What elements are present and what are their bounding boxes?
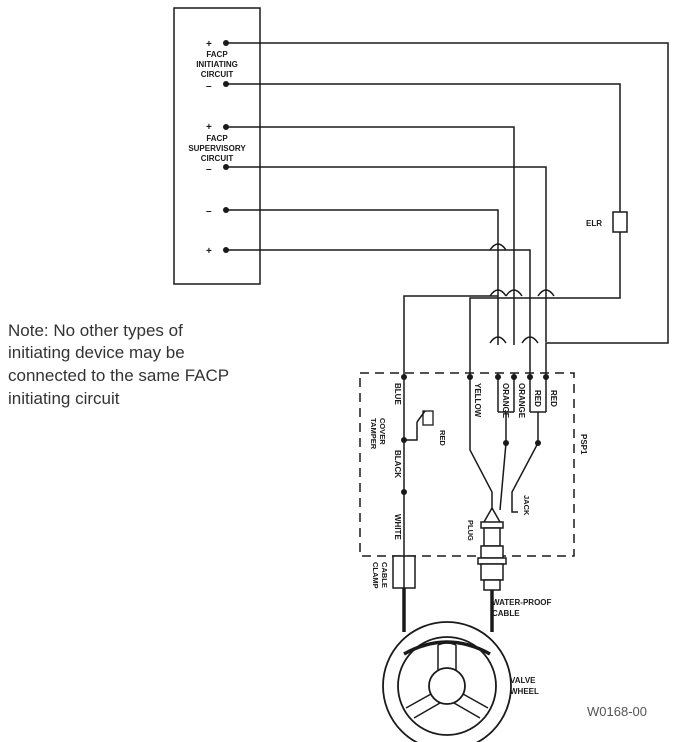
cover-tamper-label-2: TAMPER [369, 418, 378, 450]
initiating-label-3: CIRCUIT [201, 70, 234, 79]
cover-tamper-label-1: COVER [378, 418, 387, 445]
jack-label: JACK [522, 495, 531, 516]
psp1-enclosure [359, 372, 575, 557]
water-proof-cable-label-2: CABLE [492, 609, 520, 618]
wire-label-red-1: RED [533, 390, 542, 407]
crossover-humps [489, 243, 555, 344]
psp1-wiring [401, 373, 549, 556]
drawing-code: W0168-00 [587, 704, 647, 719]
plug-label: PLUG [466, 520, 475, 541]
wire-label-orange-1: ORANGE [501, 383, 510, 419]
wire-label-yellow: YELLOW [473, 383, 482, 418]
elr-resistor [612, 211, 628, 233]
cable-clamp-label-1: CABLE [380, 562, 389, 588]
initiating-label-2: INITIATING [196, 60, 238, 69]
note-line-2: initiating device may be [8, 343, 185, 362]
note-line-1: Note: No other types of [8, 321, 183, 340]
initiating-plus-sign: + [206, 39, 212, 50]
wire-label-red-2: RED [549, 390, 558, 407]
elr-label: ELR [586, 219, 602, 228]
initiating-minus-sign: – [206, 81, 212, 92]
note-line-3: connected to the same FACP [8, 366, 229, 385]
supervisory-label-3: CIRCUIT [201, 154, 234, 163]
supervisory-plus-sign: + [206, 122, 212, 133]
aux-plus-sign: + [206, 246, 212, 257]
tamper-red-label: RED [438, 430, 447, 446]
plug-connector [477, 506, 507, 591]
wire-label-blue: BLUE [393, 383, 402, 405]
supervisory-minus-sign: – [206, 164, 212, 175]
wire-label-white: WHITE [393, 514, 402, 540]
supervisory-label-1: FACP [206, 134, 228, 143]
initiating-label-1: FACP [206, 50, 228, 59]
wire-label-orange-2: ORANGE [517, 383, 526, 419]
valve-wheel [382, 621, 512, 742]
water-proof-cable-label-1: WATER-PROOF [492, 598, 552, 607]
cables [402, 588, 494, 632]
facp-panel [173, 7, 261, 285]
valve-wheel-label-1: VALVE [510, 676, 536, 685]
supervisory-label-2: SUPERVISORY [188, 144, 246, 153]
aux-minus-sign: – [206, 206, 212, 217]
panel-wiring [226, 42, 669, 373]
cable-clamp-label-2: CLAMP [371, 562, 380, 589]
note-line-4: initiating circuit [8, 389, 120, 408]
psp1-label: PSP1 [579, 434, 588, 455]
wire-label-black: BLACK [393, 450, 402, 478]
valve-wheel-label-2: WHEEL [510, 687, 539, 696]
